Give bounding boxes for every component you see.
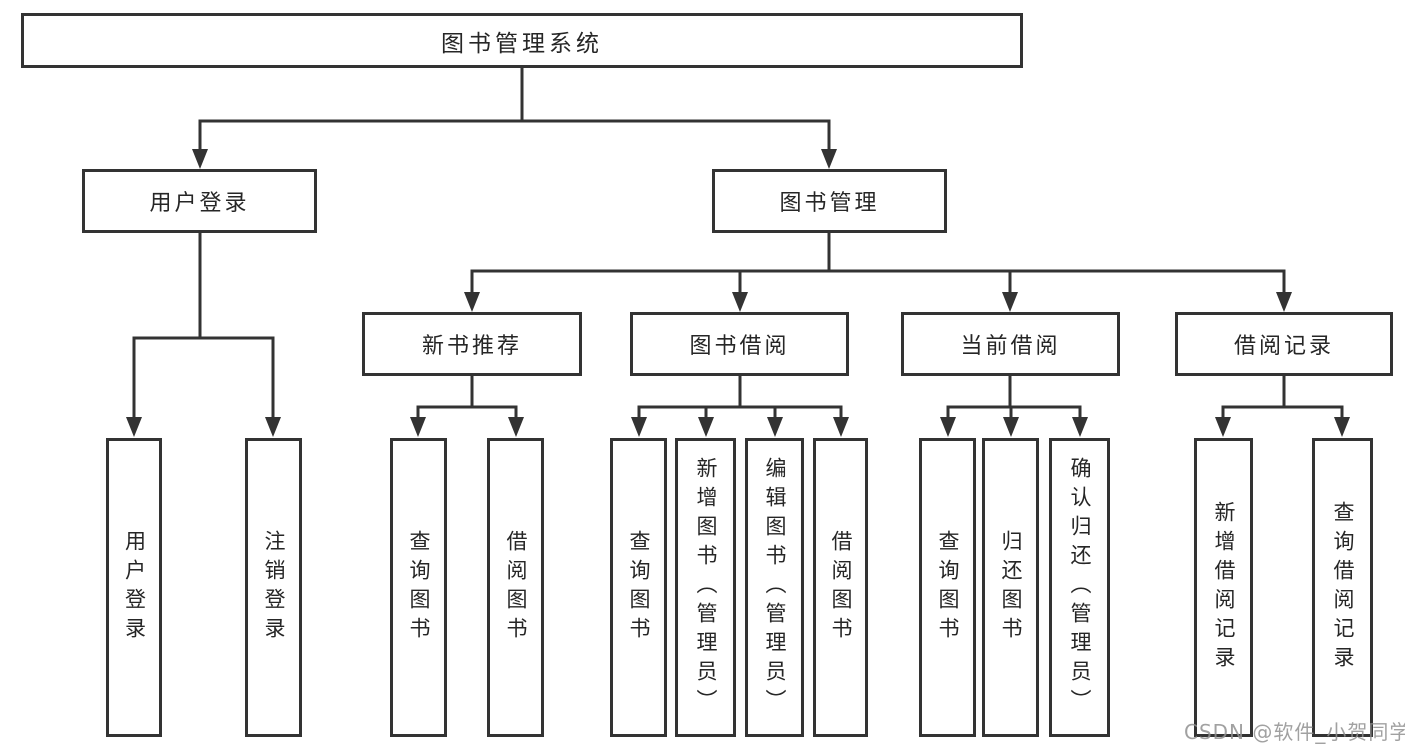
leaf-add-borrow-record: 新增借阅记录 xyxy=(1194,438,1253,737)
leaf-query-books-borrowing: 查询图书 xyxy=(610,438,667,737)
node-user-login: 用户登录 xyxy=(82,169,317,233)
leaf-query-borrow-record: 查询借阅记录 xyxy=(1312,438,1373,737)
leaf-borrow-books-recommend: 借阅图书 xyxy=(487,438,544,737)
node-label: 新书推荐 xyxy=(421,334,522,359)
leaf-label: 注销登录 xyxy=(262,529,286,646)
leaf-label: 确认归还（管理员） xyxy=(1068,457,1092,718)
node-label: 借阅记录 xyxy=(1233,334,1334,359)
leaf-label: 查询借阅记录 xyxy=(1331,500,1355,675)
node-book-borrowing: 图书借阅 xyxy=(630,312,849,376)
leaf-label: 归还图书 xyxy=(999,529,1023,646)
leaf-label: 查询图书 xyxy=(627,529,651,646)
csdn-watermark: CSDN @软件_小贺同学 xyxy=(1184,720,1405,744)
leaf-borrow-books-borrowing: 借阅图书 xyxy=(813,438,868,737)
leaf-label: 借阅图书 xyxy=(829,529,853,646)
leaf-label: 用户登录 xyxy=(122,529,147,646)
leaf-add-books-admin: 新增图书（管理员） xyxy=(675,438,736,737)
node-label: 当前借阅 xyxy=(960,334,1061,359)
node-label: 用户登录 xyxy=(149,191,250,216)
node-new-book-recommendation: 新书推荐 xyxy=(362,312,582,376)
node-library-management-system: 图书管理系统 xyxy=(21,13,1023,68)
node-book-management: 图书管理 xyxy=(712,169,947,233)
leaf-label: 新增借阅记录 xyxy=(1212,500,1236,675)
leaf-query-books-current: 查询图书 xyxy=(919,438,976,737)
leaf-label: 编辑图书（管理员） xyxy=(763,457,787,718)
leaf-user-login: 用户登录 xyxy=(106,438,162,737)
leaf-query-books-recommend: 查询图书 xyxy=(390,438,447,737)
node-label: 图书管理 xyxy=(779,191,880,216)
leaf-label: 借阅图书 xyxy=(504,529,528,646)
arrowheads xyxy=(126,149,1350,437)
leaf-edit-books-admin: 编辑图书（管理员） xyxy=(745,438,804,737)
node-borrowing-records: 借阅记录 xyxy=(1175,312,1393,376)
node-label: 图书管理系统 xyxy=(441,30,603,57)
leaf-confirm-return-admin: 确认归还（管理员） xyxy=(1049,438,1110,737)
leaf-label: 新增图书（管理员） xyxy=(694,457,718,718)
node-current-borrowing: 当前借阅 xyxy=(901,312,1120,376)
leaf-return-books: 归还图书 xyxy=(982,438,1039,737)
leaf-label: 查询图书 xyxy=(407,529,431,646)
node-label: 图书借阅 xyxy=(689,334,790,359)
leaf-label: 查询图书 xyxy=(936,529,960,646)
leaf-logout: 注销登录 xyxy=(245,438,302,737)
